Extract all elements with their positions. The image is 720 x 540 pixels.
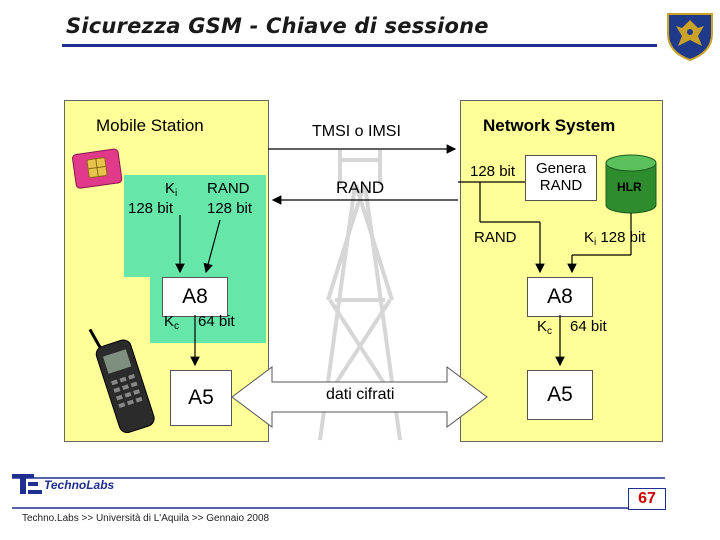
- ns-ki-sub: i: [594, 237, 597, 248]
- dati-cifrati-label: dati cifrati: [326, 386, 395, 403]
- technolabs-logo-icon: [12, 474, 42, 494]
- ns-kc-bits: 64 bit: [570, 318, 607, 335]
- ns-ki-text: K: [584, 229, 595, 246]
- ms-ki-label: Ki: [165, 180, 177, 199]
- ns-kc-text: K: [537, 318, 548, 335]
- ns-rand-label: RAND: [474, 229, 517, 246]
- ms-rand-bits: 128 bit: [207, 200, 253, 217]
- genera-rand-label: RAND: [539, 177, 583, 194]
- ms-ki-text: K: [165, 180, 176, 197]
- page-number: 67: [628, 488, 666, 510]
- technolabs-logo: TechnoLabs: [8, 472, 118, 496]
- technolabs-logo-text: TechnoLabs: [44, 478, 115, 492]
- sim-area: [124, 175, 266, 277]
- hlr-label: HLR: [617, 180, 642, 194]
- ms-ki-sub: i: [175, 188, 178, 199]
- ms-kc-sub: c: [174, 321, 180, 332]
- ms-kc-bits: 64 bit: [198, 313, 235, 330]
- ms-a8-box: A8: [162, 277, 228, 317]
- slide-title: Sicurezza GSM - Chiave di sessione: [66, 14, 489, 38]
- ns-128-bit: 128 bit: [470, 163, 516, 180]
- ns-kc-sub: c: [547, 326, 553, 337]
- ns-ki-label: Ki 128 bit: [584, 229, 645, 248]
- ns-ki-bits: 128 bit: [600, 229, 646, 246]
- genera-rand-box: Genera RAND: [525, 155, 597, 201]
- genera-label: Genera: [535, 160, 587, 177]
- ms-kc-label: Kc: [164, 313, 179, 332]
- network-system-label: Network System: [483, 116, 616, 135]
- footer-text: Techno.Labs >> Università di L'Aquila >>…: [22, 513, 270, 524]
- ns-kc-label: Kc: [537, 318, 552, 337]
- ns-a8-box: A8: [527, 277, 593, 317]
- mobile-station-label: Mobile Station: [96, 116, 204, 135]
- ms-rand-label: RAND: [207, 180, 250, 197]
- title-rule: [62, 44, 657, 47]
- rand-channel-label: RAND: [336, 178, 385, 197]
- ns-a5-box: A5: [527, 370, 593, 420]
- ms-ki-bits: 128 bit: [128, 200, 174, 217]
- tmsi-label: TMSI o IMSI: [312, 123, 401, 140]
- ms-kc-text: K: [164, 313, 175, 330]
- ms-a5-box: A5: [170, 370, 232, 426]
